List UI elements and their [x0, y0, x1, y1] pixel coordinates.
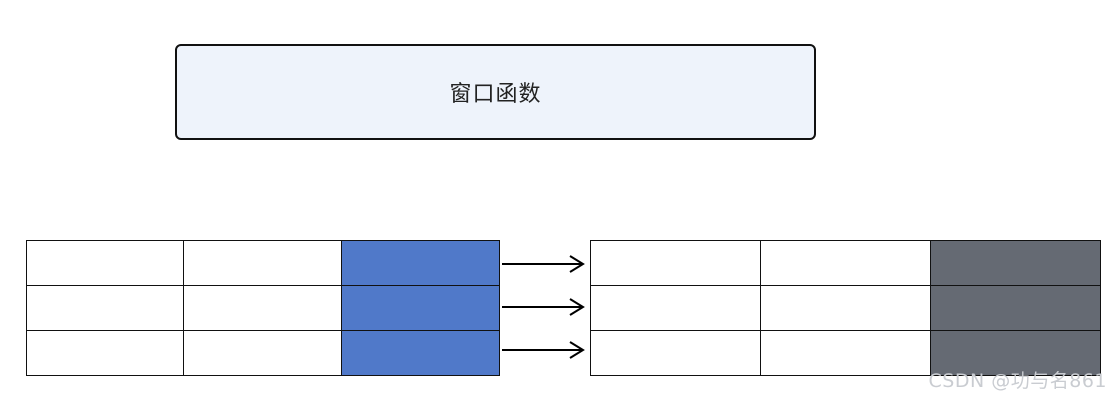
- right-table-cell-r2-c3: [931, 286, 1101, 331]
- right-table-cell-r3-c1: [591, 331, 761, 376]
- left-table-cell-r1-c3: [342, 241, 500, 286]
- right-table-cell-r1-c3: [931, 241, 1101, 286]
- right-table-cell-r3-c3: [931, 331, 1101, 376]
- mapping-arrows: [502, 255, 585, 359]
- left-table-cell-r3-c3: [342, 331, 500, 376]
- left-table: [26, 240, 500, 376]
- right-table-cell-r3-c2: [761, 331, 931, 376]
- window-function-box: 窗口函数: [175, 44, 816, 140]
- left-table-cell-r3-c1: [27, 331, 184, 376]
- arrow-head: [569, 341, 585, 359]
- right-table-cell-r2-c1: [591, 286, 761, 331]
- window-function-label: 窗口函数: [449, 82, 542, 107]
- left-table-cell-r2-c3: [342, 286, 500, 331]
- left-table-cell-r2-c2: [184, 286, 342, 331]
- arrow-head: [569, 298, 585, 316]
- left-table-cell-r1-c2: [184, 241, 342, 286]
- left-table-cell-r2-c1: [27, 286, 184, 331]
- watermark: CSDN @功与名861: [928, 370, 1107, 392]
- right-table-cell-r1-c2: [761, 241, 931, 286]
- left-table-cell-r3-c2: [184, 331, 342, 376]
- left-table-cell-r1-c1: [27, 241, 184, 286]
- arrow-3: [502, 341, 585, 359]
- right-table-cell-r1-c1: [591, 241, 761, 286]
- right-table: [590, 240, 1101, 376]
- arrow-1: [502, 255, 585, 273]
- right-table-cell-r2-c2: [761, 286, 931, 331]
- arrow-head: [569, 255, 585, 273]
- arrow-2: [502, 298, 585, 316]
